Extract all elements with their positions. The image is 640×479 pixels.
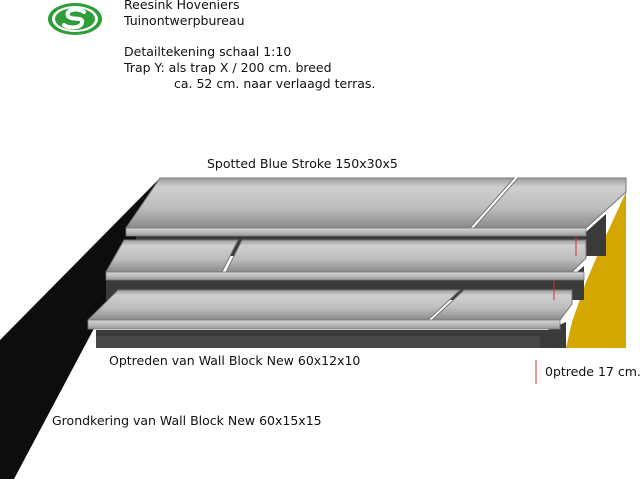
slab-lower: [86, 289, 573, 330]
drawing-scale: Detailtekening schaal 1:10: [124, 44, 292, 59]
slab-middle: [105, 239, 587, 281]
company-subtitle: Tuinontwerpbureau: [124, 13, 245, 28]
label-riser-height: 0ptrede 17 cm.: [545, 364, 640, 379]
drawing-description: Trap Y: als trap X / 200 cm. breed: [124, 60, 332, 75]
side-face: [566, 192, 626, 348]
company-name: Reesink Hoveniers: [124, 0, 240, 12]
drawing-description-cont: ca. 52 cm. naar verlaagd terras.: [174, 76, 376, 91]
slab-top: [125, 177, 627, 237]
company-logo: [48, 3, 102, 35]
label-top-slab: Spotted Blue Stroke 150x30x5: [207, 156, 398, 171]
label-risers: Optreden van Wall Block New 60x12x10: [109, 353, 361, 368]
dimension-markers: [535, 236, 577, 384]
label-retaining-wall: Grondkering van Wall Block New 60x15x15: [52, 413, 322, 428]
